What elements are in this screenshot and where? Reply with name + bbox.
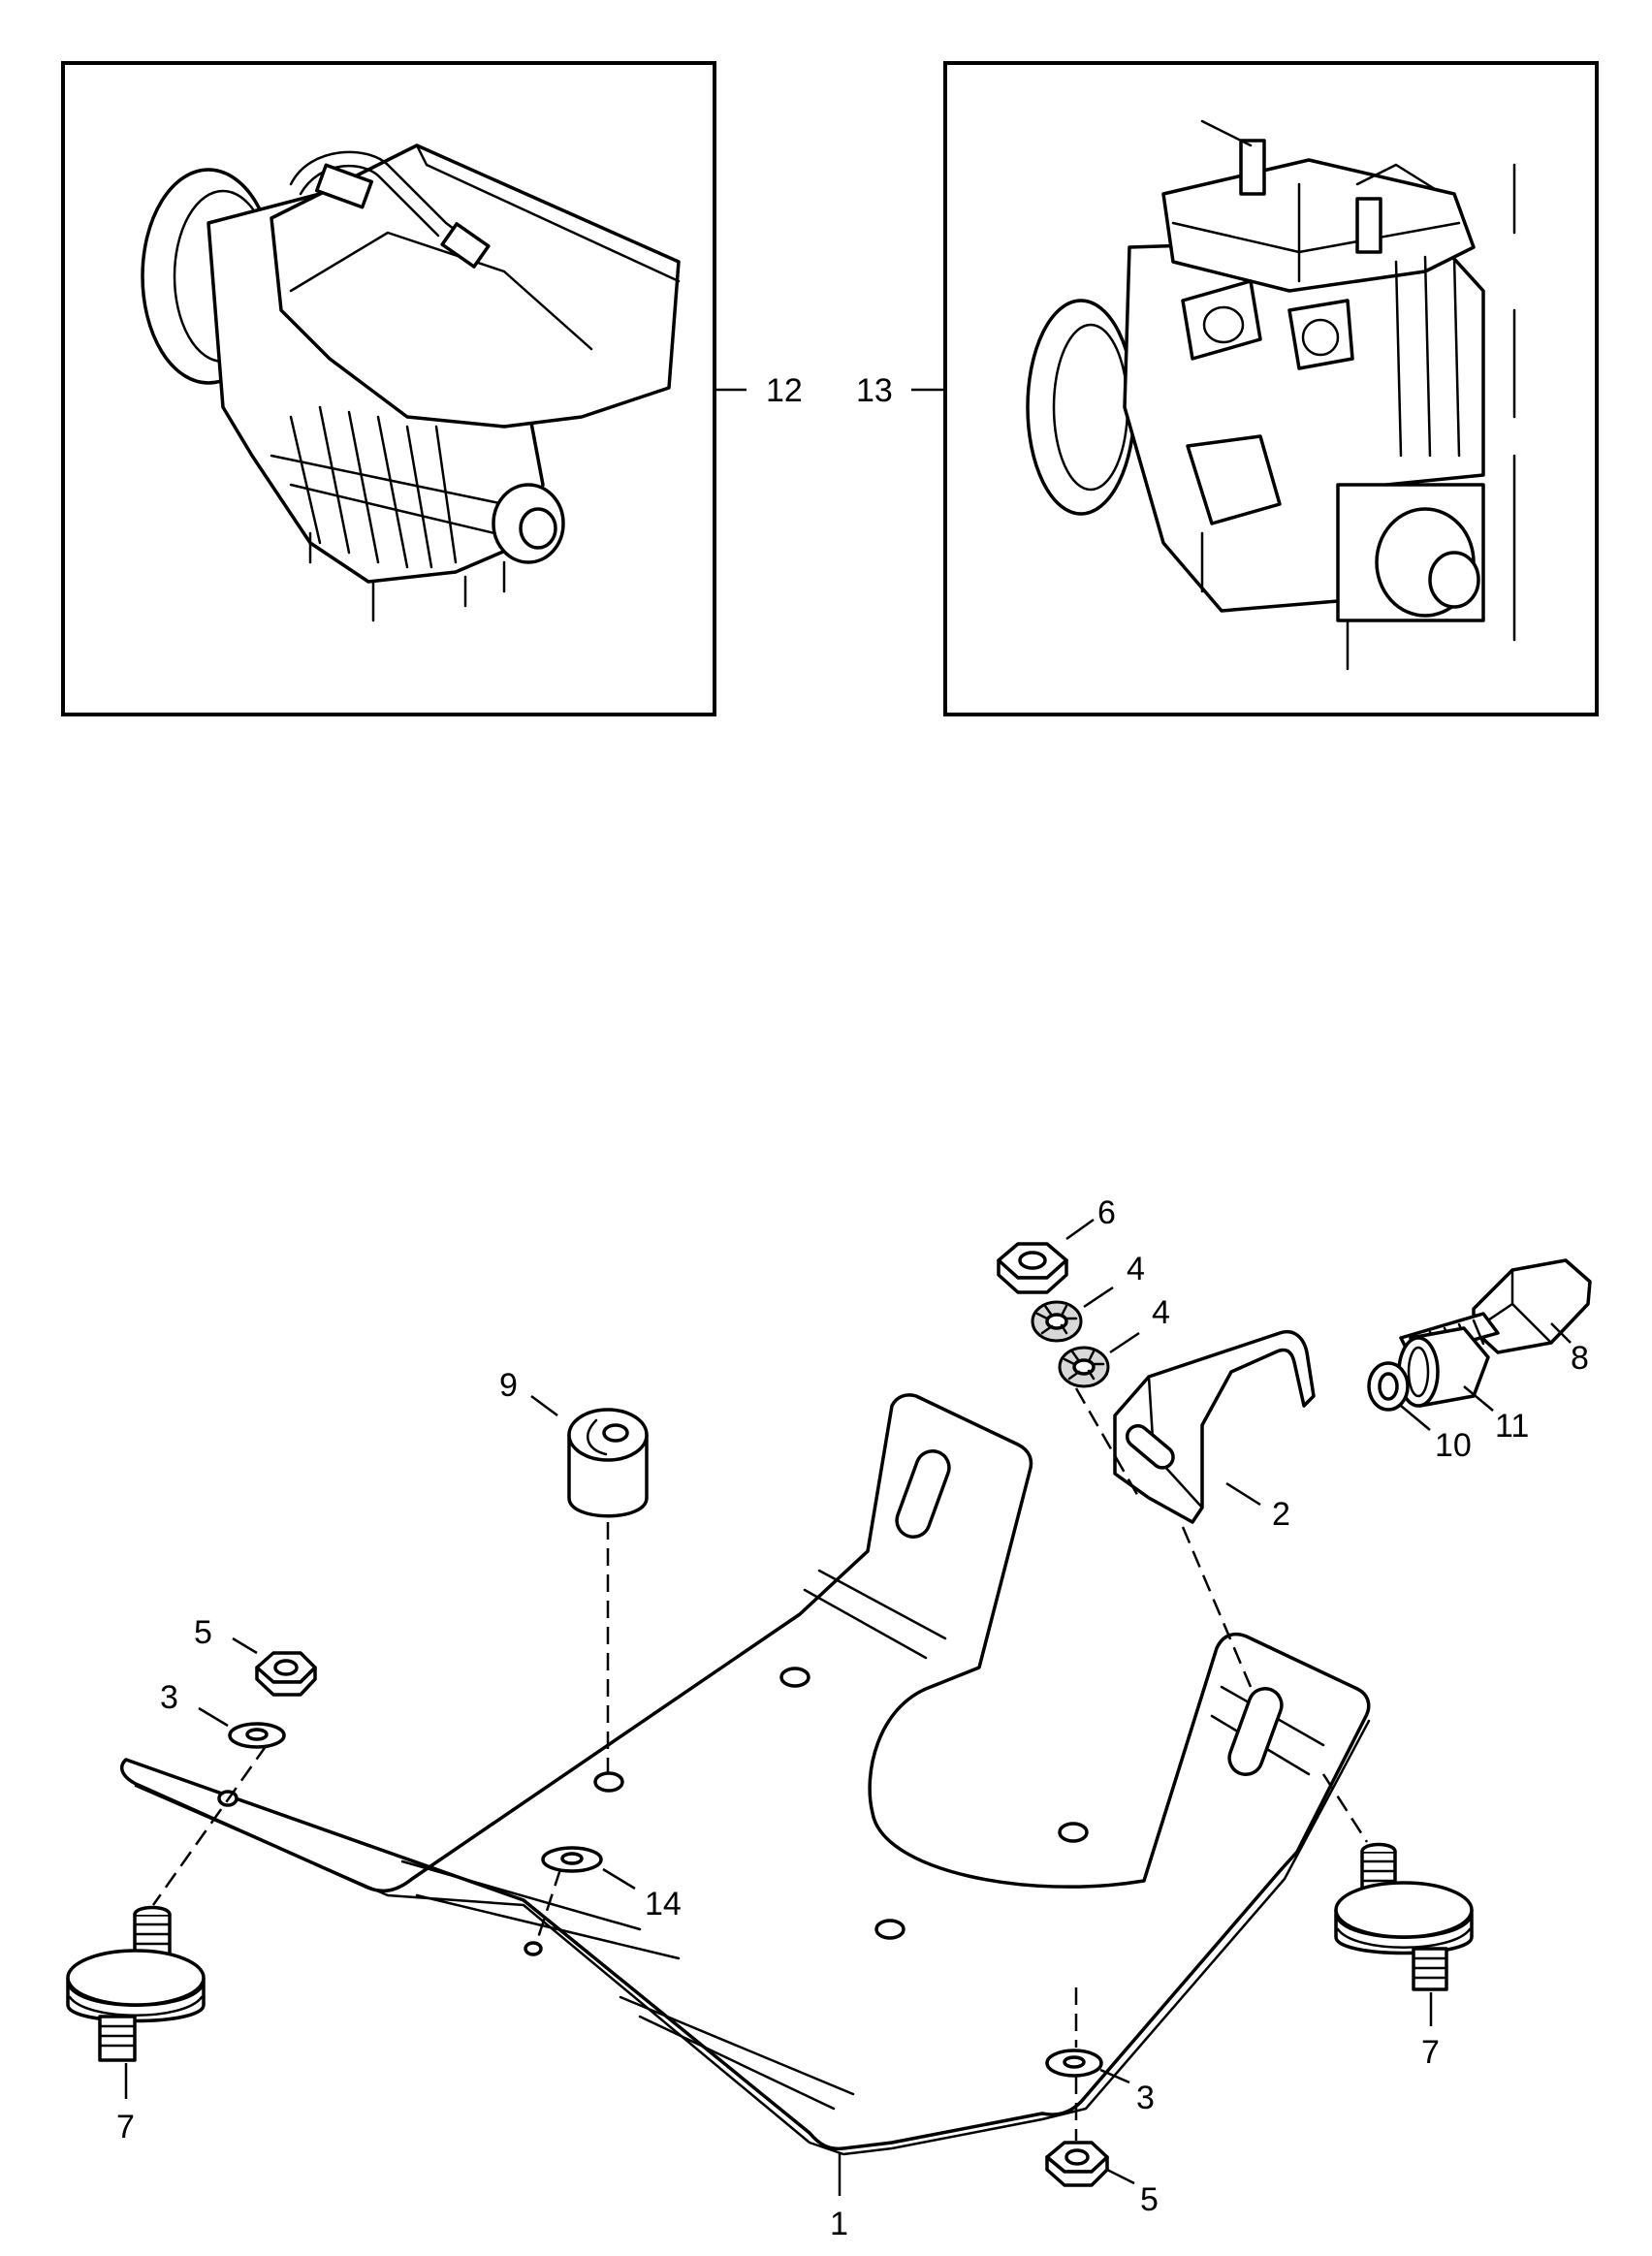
callout-12: 12 — [766, 372, 803, 409]
washer-14 — [541, 1846, 603, 1873]
callout-8: 8 — [1571, 1340, 1589, 1377]
callout-13: 13 — [856, 372, 893, 409]
callout-7a: 7 — [116, 2109, 135, 2145]
callout-3b: 3 — [1136, 2080, 1155, 2116]
callout-10: 10 — [1435, 1427, 1472, 1464]
callout-5a: 5 — [194, 1614, 212, 1651]
rubber-mount-7b — [1334, 1842, 1474, 1991]
rubber-mount-7a — [66, 1905, 206, 2062]
callout-9: 9 — [499, 1367, 518, 1404]
star-washer-4b — [1058, 1346, 1110, 1388]
star-washer-4a — [1031, 1300, 1083, 1343]
engine-panel-12 — [61, 61, 716, 716]
callout-4a: 4 — [1127, 1251, 1145, 1287]
callout-11: 11 — [1495, 1408, 1529, 1445]
washer-3b — [1045, 2049, 1103, 2078]
ring-10 — [1367, 1361, 1410, 1412]
callout-4b: 4 — [1152, 1294, 1170, 1331]
callout-2: 2 — [1272, 1496, 1290, 1533]
callout-7b: 7 — [1421, 2034, 1440, 2071]
washer-3a — [228, 1722, 286, 1749]
engine-bracket — [1113, 1330, 1316, 1524]
callout-3a: 3 — [160, 1679, 178, 1716]
callout-6: 6 — [1097, 1194, 1116, 1231]
engine-panel-13 — [943, 61, 1599, 716]
callout-5b: 5 — [1140, 2181, 1159, 2218]
engine-illustration-12 — [141, 143, 681, 622]
rubber-spacer — [567, 1408, 649, 1518]
hex-nut-5a — [255, 1651, 317, 1697]
assembly-centerlines — [151, 1387, 1369, 2141]
engine-illustration-13 — [1026, 119, 1516, 671]
callout-1: 1 — [830, 2206, 848, 2242]
hex-nut-5b — [1045, 2141, 1109, 2187]
callout-14: 14 — [645, 1886, 682, 1922]
lock-nut-6 — [997, 1242, 1068, 1294]
